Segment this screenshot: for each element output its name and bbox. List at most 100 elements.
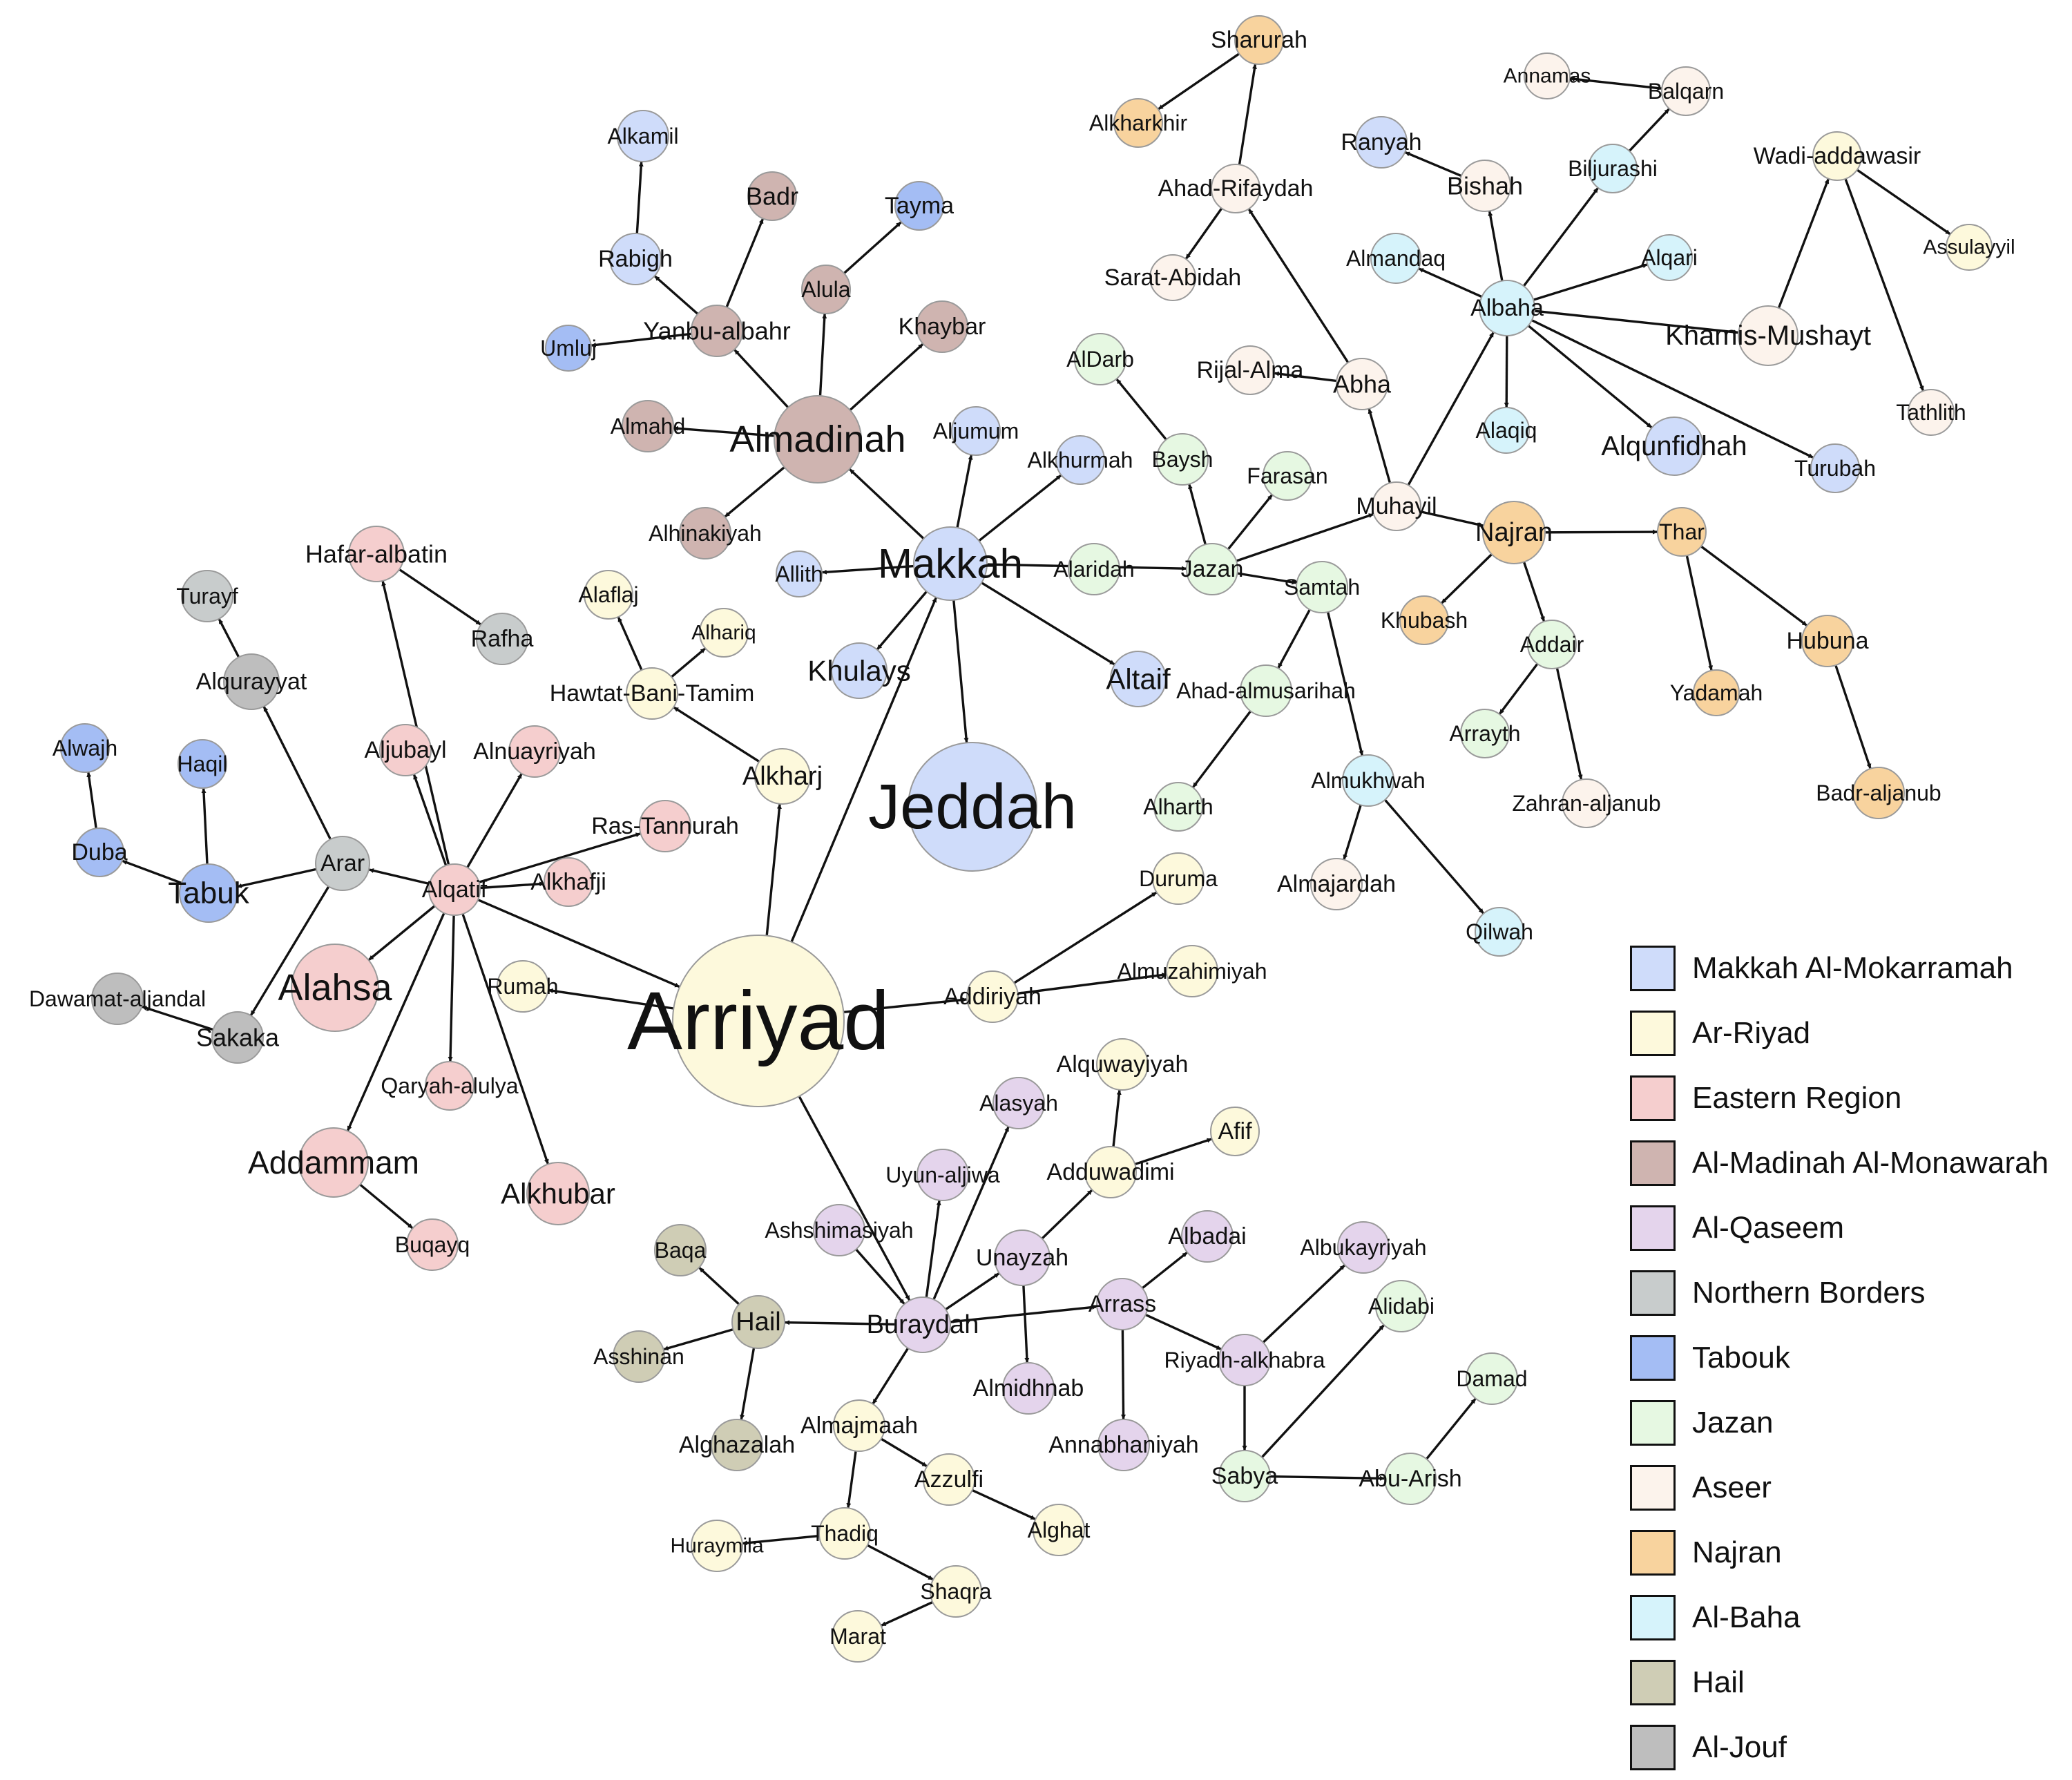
edge-almadinah-to-yanbu-albahr xyxy=(733,348,789,409)
legend-swatch xyxy=(1630,1465,1676,1511)
node-arrayth xyxy=(1460,709,1510,758)
edge-yanbu-albahr-to-rabigh xyxy=(653,275,699,315)
node-label-khulays: Khulays xyxy=(807,655,910,687)
node-label-almadinah: Almadinah xyxy=(729,419,905,460)
node-label-uyun-aljiwa: Uyun-aljiwa xyxy=(885,1162,1000,1187)
node-jeddah xyxy=(908,742,1037,872)
node-almahd xyxy=(622,400,674,452)
legend-item-hail: Hail xyxy=(1630,1650,2065,1715)
edge-addammam-to-buqayq xyxy=(359,1183,414,1229)
node-label-dawamat-aljandal: Dawamat-aljandal xyxy=(29,986,206,1011)
node-label-thadiq: Thadiq xyxy=(811,1521,879,1546)
node-thadiq xyxy=(818,1507,871,1560)
node-baysh xyxy=(1156,433,1209,486)
node-label-duruma: Duruma xyxy=(1139,866,1218,891)
edge-albaha-to-almandaq xyxy=(1418,267,1483,298)
edge-layer xyxy=(86,52,1951,1627)
edge-jazan-to-samtah xyxy=(1237,572,1297,585)
node-label-assulayyil: Assulayyil xyxy=(1923,236,2015,259)
legend-label: Tabouk xyxy=(1692,1341,1790,1375)
node-rafha xyxy=(476,613,528,665)
node-label-arrayth: Arrayth xyxy=(1449,721,1520,746)
node-arar xyxy=(315,836,370,891)
node-abha xyxy=(1336,358,1388,410)
node-label-almidhnab: Almidhnab xyxy=(973,1375,1084,1401)
node-alqari xyxy=(1646,234,1693,281)
node-label-aljumum: Aljumum xyxy=(933,419,1019,443)
edge-arar-to-tabuk xyxy=(236,868,317,888)
node-allith xyxy=(776,551,823,597)
edge-alqatif-to-addammam xyxy=(346,912,445,1131)
edge-sharurah-to-alkharkhir xyxy=(1157,52,1240,111)
node-addiriyah xyxy=(966,970,1019,1023)
node-label-almuzahimiyah: Almuzahimiyah xyxy=(1117,959,1267,984)
edge-muhayil-to-albaha xyxy=(1407,332,1495,486)
legend-item-al-madinah-al-monawarah: Al-Madinah Al-Monawarah xyxy=(1630,1131,2065,1196)
node-hawtat-bani-tamim xyxy=(626,667,678,720)
edge-alqatif-to-alkhubar xyxy=(461,913,550,1165)
edge-almukhwah-to-almajardah xyxy=(1343,804,1362,861)
node-muhayil xyxy=(1372,481,1421,531)
node-label-badr-aljanub: Badr-aljanub xyxy=(1816,781,1941,805)
edge-almukhwah-to-qilwah xyxy=(1383,798,1485,915)
edge-arrass-to-riyadh-alkhabra xyxy=(1144,1313,1222,1351)
node-alkamil xyxy=(617,110,669,162)
node-label-huraymila: Huraymila xyxy=(670,1535,763,1558)
edge-alqatif-to-qaryah-alulya xyxy=(448,915,455,1062)
edge-almadinah-to-khaybar xyxy=(849,343,924,411)
edge-najran-to-addair xyxy=(1522,562,1546,622)
node-badr xyxy=(747,171,797,221)
node-label-addiriyah: Addiriyah xyxy=(943,984,1042,1010)
node-arriyad xyxy=(672,935,845,1107)
edge-albaha-to-alaqiq xyxy=(1504,335,1509,408)
node-albadai xyxy=(1181,1210,1234,1263)
node-label-alqurayyat: Alqurayyat xyxy=(196,669,307,695)
node-label-turayf: Turayf xyxy=(176,584,238,609)
edge-addair-to-zahran-aljanub xyxy=(1555,667,1583,781)
node-label-adduwadimi: Adduwadimi xyxy=(1046,1159,1174,1185)
node-ahad-rifaydah xyxy=(1211,164,1260,213)
node-label-arrass: Arrass xyxy=(1088,1291,1156,1317)
node-bishah xyxy=(1459,160,1511,212)
legend-swatch xyxy=(1630,1400,1676,1446)
edge-tabuk-to-haqil xyxy=(201,787,209,865)
node-label-ahad-rifaydah: Ahad-Rifaydah xyxy=(1158,175,1314,202)
node-aljubayl xyxy=(379,724,432,776)
edge-thar-to-hubuna xyxy=(1700,545,1808,627)
edge-alqatif-to-alnuayriyah xyxy=(466,773,523,868)
edge-alqatif-to-aljubayl xyxy=(412,774,448,866)
node-addair xyxy=(1527,620,1577,669)
node-qilwah xyxy=(1475,907,1524,957)
node-alhinakiyah xyxy=(679,507,731,559)
edge-unayzah-to-almidhnab xyxy=(1022,1285,1030,1363)
node-aljumum xyxy=(951,406,1001,456)
node-label-haqil: Haqil xyxy=(178,752,228,776)
node-alaflaj xyxy=(584,570,633,620)
node-label-yanbu-albahr: Yanbu-albahr xyxy=(643,317,791,345)
legend-item-al-baha: Al-Baha xyxy=(1630,1585,2065,1650)
edge-adduwadimi-to-alquwayiyah xyxy=(1112,1089,1122,1147)
legend-swatch xyxy=(1630,1075,1676,1121)
legend-label: Al-Qaseem xyxy=(1692,1211,1845,1245)
edge-sabya-to-alidabi xyxy=(1260,1324,1385,1458)
node-buqayq xyxy=(406,1218,459,1271)
node-khulays xyxy=(831,642,888,699)
node-label-almahd: Almahd xyxy=(611,414,686,439)
legend-item-makkah-al-mokarramah: Makkah Al-Mokarramah xyxy=(1630,936,2065,1001)
node-alidabi xyxy=(1375,1280,1428,1332)
edge-abu-arish-to-damad xyxy=(1426,1397,1477,1460)
edge-addair-to-arrayth xyxy=(1498,662,1539,716)
legend-label: Northern Borders xyxy=(1692,1276,1926,1310)
node-label-hail: Hail xyxy=(736,1308,780,1337)
node-tayma xyxy=(894,181,944,231)
node-label-alaflaj: Alaflaj xyxy=(578,582,638,607)
node-label-ashshimasiyah: Ashshimasiyah xyxy=(765,1218,913,1243)
legend-label: Ar-Riyad xyxy=(1692,1016,1811,1050)
node-label-alaridah: Alaridah xyxy=(1053,557,1134,582)
edge-thadiq-to-huraymila xyxy=(742,1534,820,1546)
edge-arriyad-to-makkah xyxy=(790,597,938,943)
node-label-tathlith: Tathlith xyxy=(1896,400,1966,425)
node-marat xyxy=(832,1610,884,1663)
